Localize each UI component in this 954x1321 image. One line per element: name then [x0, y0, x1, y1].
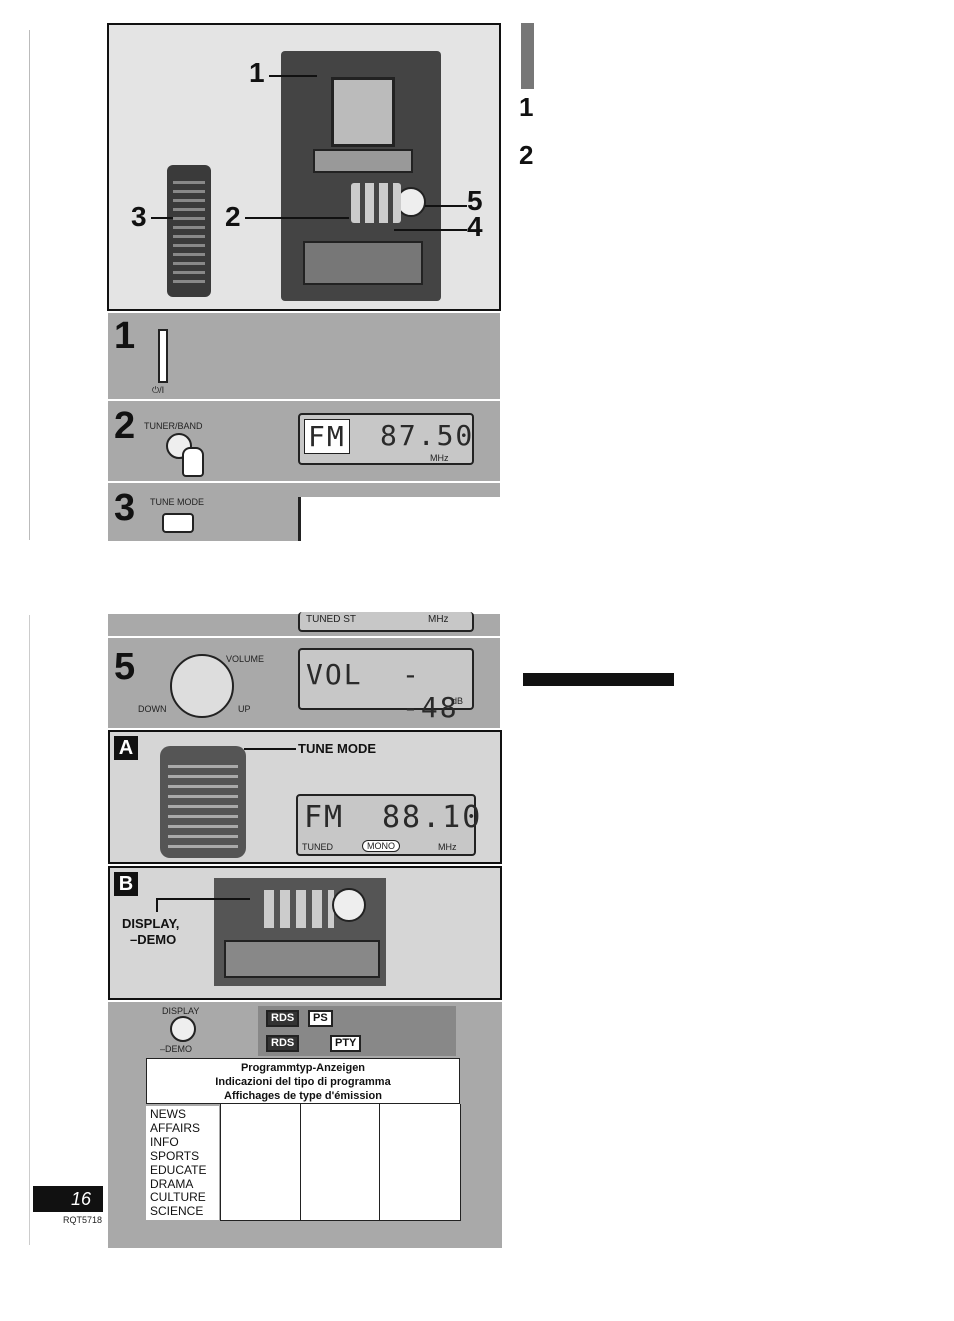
display-frequency: 88.10 — [382, 800, 483, 835]
callout-1: 1 — [249, 57, 265, 88]
page-number: 16 — [70, 1188, 91, 1209]
display-demo-callout-line1: DISPLAY, — [122, 916, 180, 931]
pty-item-list: NEWS AFFAIRS INFO SPORTS EDUCATE DRAMA C… — [146, 1106, 219, 1220]
panel-a-display: FM 88.10 TUNED MONO MHz — [296, 794, 480, 856]
display-frequency: 87.50 — [380, 419, 475, 452]
page-number-box: 16 — [33, 1186, 103, 1212]
callout-5: 5 — [467, 185, 483, 216]
pty-item: NEWS — [150, 1107, 186, 1121]
power-switch-icon — [158, 329, 168, 383]
pty-item: SPORTS — [150, 1148, 200, 1163]
step-2-display: FM 87.50 MHz — [298, 413, 474, 465]
rds-badge-1: RDS — [266, 1010, 300, 1027]
display-band: FM — [304, 419, 350, 454]
pty-header-de: Programmtyp-Anzeigen — [240, 1062, 366, 1074]
step-5-number: 5 — [114, 646, 136, 688]
pty-column-fr — [379, 1104, 461, 1221]
display-tuned-st: TUNED ST — [306, 614, 356, 625]
step-3-panel: 3 TUNE MODE — [108, 483, 503, 541]
step-5-panel: 5 VOLUME DOWN UP VOL --48 dB — [108, 638, 500, 728]
left-margin-rule — [29, 30, 30, 540]
callout-3: 3 — [131, 201, 147, 232]
pty-header-fr: Affichages de type d'émission — [224, 1090, 382, 1102]
tune-mode-button[interactable] — [162, 513, 194, 533]
stereo-unit-image — [281, 51, 441, 301]
step-4-panel: TUNED ST MHz — [108, 612, 500, 636]
top-illustration-panel: 1 3 2 5 4 — [107, 23, 501, 311]
callout-4: 4 — [467, 211, 483, 242]
display-unit: MHz — [428, 614, 449, 625]
display-unit: MHz — [430, 453, 449, 463]
demo-button-label: –DEMO — [160, 1044, 193, 1054]
display-button-label: DISPLAY — [162, 1006, 200, 1016]
pty-table-header: Programmtyp-Anzeigen Indicazioni del tip… — [146, 1058, 460, 1104]
left-margin-rule-lower — [29, 615, 30, 1245]
panel-b: B DISPLAY, –DEMO — [108, 866, 502, 1000]
pty-item: DRAMA — [150, 1176, 194, 1191]
pty-item: CULTURE — [150, 1190, 206, 1205]
display-unit: MHz — [438, 842, 457, 852]
pointing-hand-icon — [182, 447, 204, 477]
ps-badge: PS — [308, 1010, 333, 1027]
document-code: RQT5718 — [63, 1215, 103, 1225]
volume-up-label: UP — [238, 704, 251, 714]
step-1-number: 1 — [114, 315, 136, 357]
panel-a: A TUNE MODE FM 88.10 TUNED MONO MHz — [108, 730, 502, 864]
volume-knob[interactable] — [170, 654, 234, 718]
panel-a-tag: A — [114, 736, 138, 760]
display-demo-callout-line2: –DEMO — [130, 932, 177, 947]
volume-down-label: DOWN — [138, 704, 167, 714]
step-3-number: 3 — [114, 487, 136, 529]
pty-item: INFO — [150, 1134, 179, 1149]
stereo-unit-image — [214, 878, 386, 986]
tune-mode-label: TUNE MODE — [150, 497, 204, 507]
display-button[interactable] — [170, 1016, 196, 1042]
display-mono: MONO — [362, 840, 400, 852]
step-2-panel: 2 TUNER/BAND FM 87.50 MHz — [108, 401, 500, 481]
power-label: ⏻/I — [152, 385, 165, 395]
section-divider-bar — [523, 673, 674, 686]
display-vol-value: --48 — [402, 658, 459, 724]
pty-header-it: Indicazioni del tipo di programma — [215, 1076, 391, 1088]
step-3-display — [298, 497, 503, 541]
tuner-band-label: TUNER/BAND — [144, 421, 203, 431]
callout-2: 2 — [225, 201, 241, 232]
right-step-2: 2 — [519, 140, 534, 170]
step-1-panel: 1 ⏻/I — [108, 313, 500, 399]
display-tuned: TUNED — [302, 842, 333, 852]
step-4-display: TUNED ST MHz — [298, 612, 474, 632]
remote-control-image — [167, 165, 211, 297]
pty-column-it — [300, 1104, 380, 1221]
pty-item: SCIENCE — [150, 1204, 204, 1219]
step-2-number: 2 — [114, 405, 136, 447]
right-step-1: 1 — [519, 92, 534, 122]
rds-badge-2: RDS — [266, 1035, 300, 1052]
panel-b-tag: B — [114, 872, 138, 896]
right-column-bar — [521, 23, 534, 89]
remote-control-image — [160, 746, 246, 858]
volume-label: VOLUME — [226, 654, 265, 664]
pty-badge: PTY — [330, 1035, 362, 1052]
pty-column-de — [220, 1104, 301, 1221]
display-db: dB — [452, 696, 464, 706]
pty-item: EDUCATE — [150, 1162, 207, 1177]
display-band: FM — [304, 800, 345, 835]
tune-mode-callout: TUNE MODE — [298, 741, 376, 756]
step-5-display: VOL --48 dB — [298, 648, 474, 724]
pty-item: AFFAIRS — [150, 1120, 201, 1135]
display-vol: VOL — [306, 658, 363, 691]
